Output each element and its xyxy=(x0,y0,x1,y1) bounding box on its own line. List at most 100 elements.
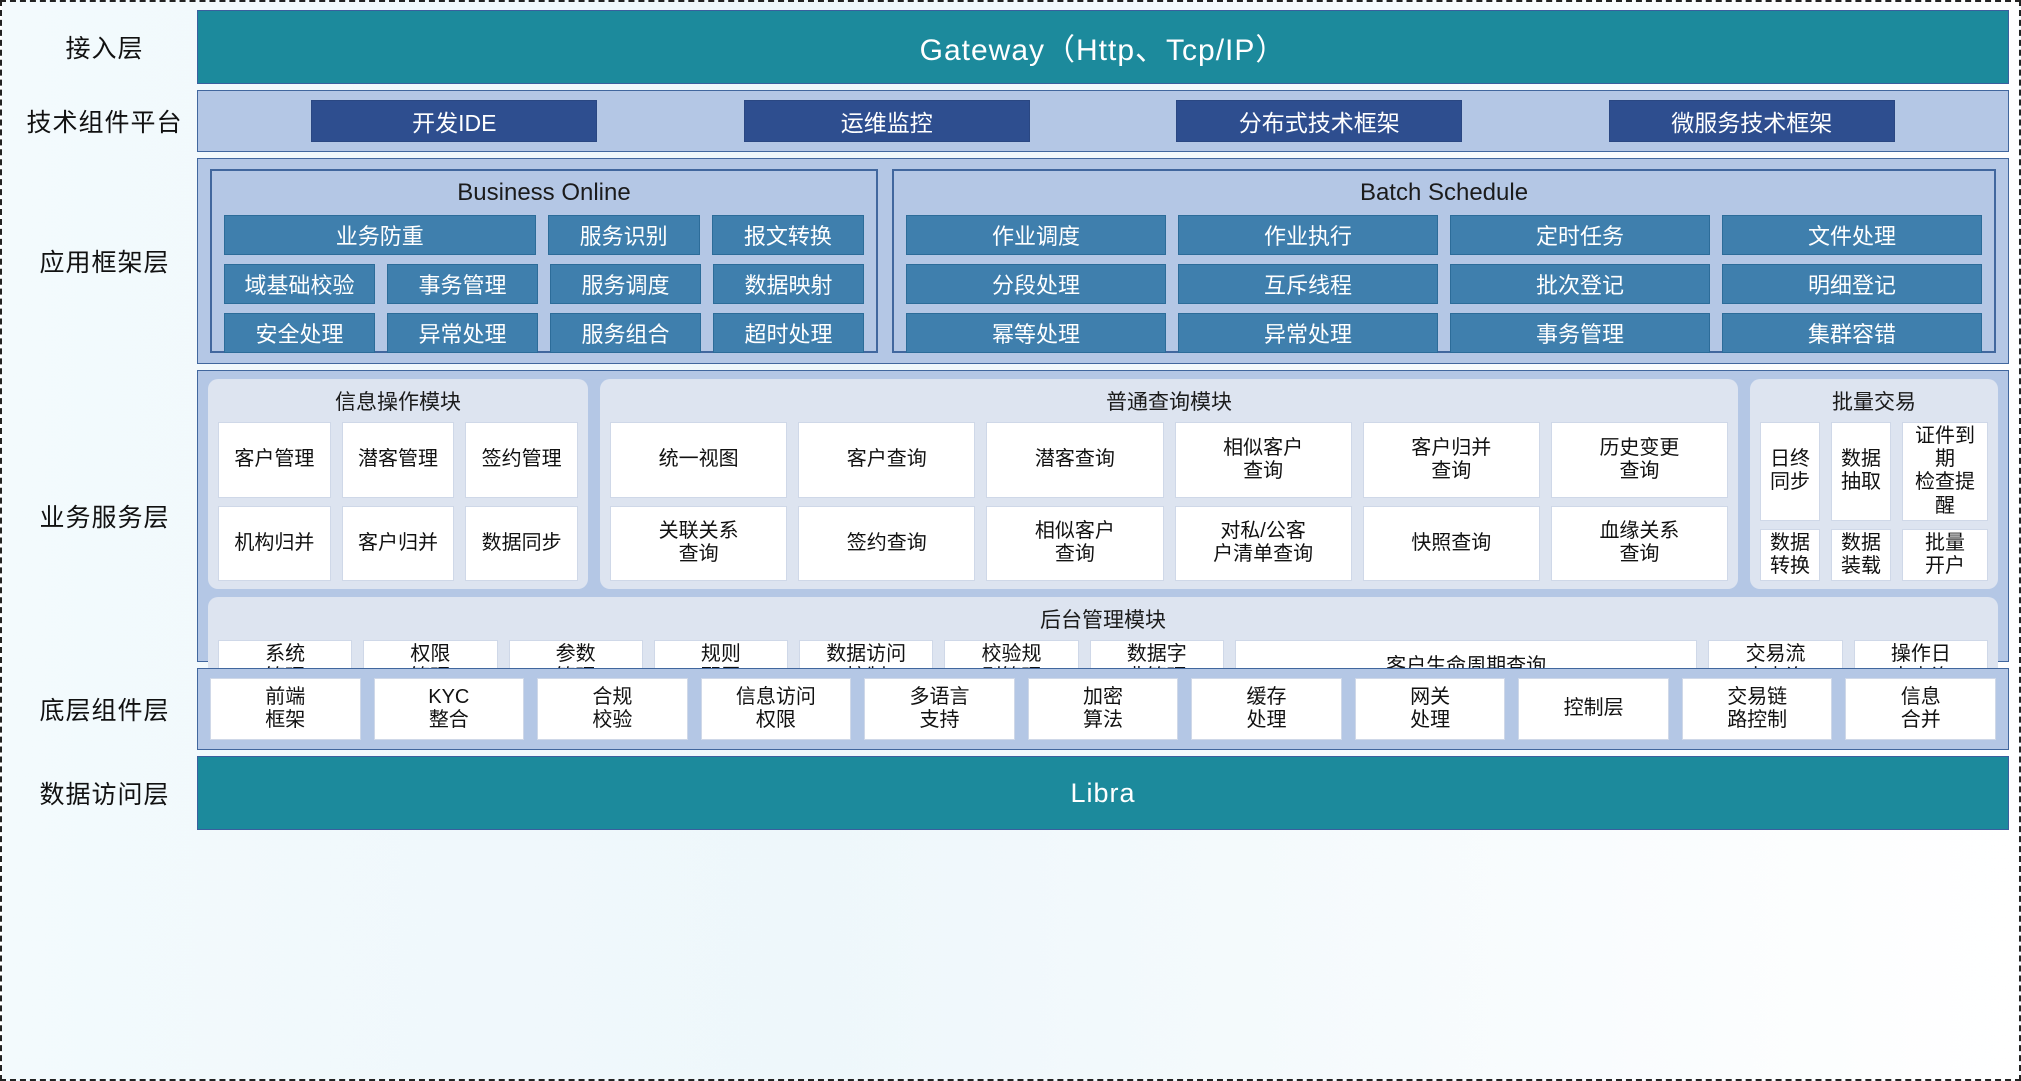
layer-label-bizservice: 业务服务层 xyxy=(39,504,170,532)
module-title-common-query: 普通查询模块 xyxy=(1106,391,1232,414)
cq-row-1: 统一视图 客户查询 潜客查询 相似客户查询 客户归并查询 历史变更查询 xyxy=(610,422,1729,498)
bo-cell-1-3[interactable]: 报文转换 xyxy=(711,215,864,255)
bs-cell-1-3[interactable]: 定时任务 xyxy=(1450,215,1710,255)
bs-cell-2-1[interactable]: 分段处理 xyxy=(906,264,1166,304)
bs-cell-1-2[interactable]: 作业执行 xyxy=(1178,215,1438,255)
layer-bizservice: 业务服务层 信息操作模块 客户管理 潜客管理 签约管理 机构归并 xyxy=(12,370,2009,701)
bo-cell-3-4[interactable]: 超时处理 xyxy=(713,313,864,353)
layer-label-appframework: 应用框架层 xyxy=(39,249,170,277)
bt-cell-1-1[interactable]: 日终同步 xyxy=(1760,422,1820,521)
tech-platform-panel: 开发IDE 运维监控 分布式技术框架 微服务技术框架 xyxy=(197,90,2009,152)
group-business-online: Business Online 业务防重 服务识别 报文转换 域基础校验 事务管… xyxy=(210,169,878,353)
layer-label-tech: 技术组件平台 xyxy=(26,109,183,137)
bo-cell-2-4[interactable]: 数据映射 xyxy=(713,264,864,304)
bt-cell-2-3[interactable]: 批量开户 xyxy=(1902,528,1988,582)
bs-cell-1-1[interactable]: 作业调度 xyxy=(906,215,1166,255)
bt-cell-2-2[interactable]: 数据装载 xyxy=(1831,528,1891,582)
io-row-2: 机构归并 客户归并 数据同步 xyxy=(218,505,579,582)
bo-cell-2-2[interactable]: 事务管理 xyxy=(387,264,538,304)
layer-tech: 技术组件平台 开发IDE 运维监控 分布式技术框架 微服务技术框架 xyxy=(12,90,2009,152)
libra-bar[interactable]: Libra xyxy=(197,756,2009,830)
bs-row-2: 分段处理 互斥线程 批次登记 明细登记 xyxy=(906,264,1982,304)
module-title-backend-management: 后台管理模块 xyxy=(1040,609,1166,633)
bs-cell-2-2[interactable]: 互斥线程 xyxy=(1178,264,1438,304)
bo-row-1: 业务防重 服务识别 报文转换 xyxy=(224,215,864,255)
io-cell-1-3[interactable]: 签约管理 xyxy=(465,422,579,498)
tech-item-distributed-framework[interactable]: 分布式技术框架 xyxy=(1176,100,1463,142)
module-common-query: 普通查询模块 统一视图 客户查询 潜客查询 相似客户查询 客户归并查询 历史变更… xyxy=(600,379,1738,590)
bs-row-3: 幂等处理 异常处理 事务管理 集群容错 xyxy=(906,313,1982,353)
business-service-panel: 信息操作模块 客户管理 潜客管理 签约管理 机构归并 客户归并 数据同步 xyxy=(197,370,2009,701)
io-cell-1-2[interactable]: 潜客管理 xyxy=(341,422,455,498)
cq-cell-1-1[interactable]: 统一视图 xyxy=(610,422,788,498)
bo-cell-2-3[interactable]: 服务调度 xyxy=(550,264,701,304)
comp-cell-multilanguage-support[interactable]: 多语言支持 xyxy=(864,678,1015,740)
bo-row-3: 安全处理 异常处理 服务组合 超时处理 xyxy=(224,313,864,353)
comp-cell-encryption-algorithm[interactable]: 加密算法 xyxy=(1027,678,1179,740)
comp-cell-info-merge[interactable]: 信息合并 xyxy=(1845,678,1997,740)
bo-cell-3-3[interactable]: 服务组合 xyxy=(550,313,701,353)
comp-cell-frontend-framework[interactable]: 前端框架 xyxy=(210,678,361,740)
bs-row-1: 作业调度 作业执行 定时任务 文件处理 xyxy=(906,215,1982,255)
bt-cell-1-3[interactable]: 证件到期检查提醒 xyxy=(1902,422,1988,521)
io-cell-2-2[interactable]: 客户归并 xyxy=(341,505,455,582)
cq-cell-2-5[interactable]: 快照查询 xyxy=(1362,505,1540,582)
bo-cell-1-1[interactable]: 业务防重 xyxy=(224,215,536,255)
app-framework-panel: Business Online 业务防重 服务识别 报文转换 域基础校验 事务管… xyxy=(197,158,2009,364)
comp-cell-gateway-processing[interactable]: 网关处理 xyxy=(1354,678,1506,740)
bt-cell-1-2[interactable]: 数据抽取 xyxy=(1831,422,1891,521)
io-cell-2-1[interactable]: 机构归并 xyxy=(218,505,331,582)
bs-cell-3-4[interactable]: 集群容错 xyxy=(1722,313,1982,353)
layer-dataaccess: 数据访问层 Libra xyxy=(12,756,2009,830)
cq-cell-1-2[interactable]: 客户查询 xyxy=(798,422,976,498)
cq-cell-2-2[interactable]: 签约查询 xyxy=(798,505,976,582)
io-cell-1-1[interactable]: 客户管理 xyxy=(218,422,331,498)
gateway-bar[interactable]: Gateway（Http、Tcp/IP） xyxy=(197,10,2009,84)
tech-item-ide[interactable]: 开发IDE xyxy=(311,100,598,142)
layer-label-component: 底层组件层 xyxy=(39,697,170,725)
comp-cell-cache-processing[interactable]: 缓存处理 xyxy=(1191,678,1342,740)
biz-modules-row: 信息操作模块 客户管理 潜客管理 签约管理 机构归并 客户归并 数据同步 xyxy=(208,379,1998,590)
layer-appframework: 应用框架层 Business Online 业务防重 服务识别 报文转换 域基础… xyxy=(12,158,2009,364)
bs-cell-3-3[interactable]: 事务管理 xyxy=(1450,313,1710,353)
group-title-batch-schedule: Batch Schedule xyxy=(1359,179,1529,206)
bo-row-2: 域基础校验 事务管理 服务调度 数据映射 xyxy=(224,264,864,304)
io-row-1: 客户管理 潜客管理 签约管理 xyxy=(218,422,579,498)
bs-cell-2-3[interactable]: 批次登记 xyxy=(1450,264,1710,304)
module-title-info-operation: 信息操作模块 xyxy=(335,391,461,414)
cq-cell-2-6[interactable]: 血缘关系查询 xyxy=(1550,505,1729,582)
cq-cell-1-4[interactable]: 相似客户查询 xyxy=(1174,422,1352,498)
comp-cell-compliance-check[interactable]: 合规校验 xyxy=(537,678,688,740)
cq-cell-2-4[interactable]: 对私/公客户清单查询 xyxy=(1174,505,1352,582)
bs-cell-2-4[interactable]: 明细登记 xyxy=(1722,264,1982,304)
module-title-batch-trade: 批量交易 xyxy=(1832,391,1916,414)
bo-cell-1-2[interactable]: 服务识别 xyxy=(547,215,700,255)
group-batch-schedule: Batch Schedule 作业调度 作业执行 定时任务 文件处理 分段处理 … xyxy=(892,169,1996,353)
group-title-business-online: Business Online xyxy=(457,179,631,206)
cq-cell-2-3[interactable]: 相似客户查询 xyxy=(986,505,1164,582)
cq-cell-2-1[interactable]: 关联关系查询 xyxy=(610,505,788,582)
cq-cell-1-5[interactable]: 客户归并查询 xyxy=(1362,422,1540,498)
cq-cell-1-3[interactable]: 潜客查询 xyxy=(986,422,1164,498)
bo-cell-3-1[interactable]: 安全处理 xyxy=(224,313,375,353)
layer-access: 接入层 Gateway（Http、Tcp/IP） xyxy=(12,10,2009,84)
bo-cell-3-2[interactable]: 异常处理 xyxy=(387,313,538,353)
bs-cell-3-2[interactable]: 异常处理 xyxy=(1178,313,1438,353)
comp-cell-info-access-permission[interactable]: 信息访问权限 xyxy=(700,678,852,740)
cq-cell-1-6[interactable]: 历史变更查询 xyxy=(1550,422,1729,498)
bs-cell-1-4[interactable]: 文件处理 xyxy=(1722,215,1982,255)
bt-cell-2-1[interactable]: 数据转换 xyxy=(1760,528,1820,582)
bs-cell-3-1[interactable]: 幂等处理 xyxy=(906,313,1166,353)
cq-row-2: 关联关系查询 签约查询 相似客户查询 对私/公客户清单查询 快照查询 血缘关系查… xyxy=(610,505,1729,582)
bt-row-1: 日终同步 数据抽取 证件到期检查提醒 xyxy=(1760,422,1988,521)
io-cell-2-3[interactable]: 数据同步 xyxy=(465,505,579,582)
tech-item-ops-monitor[interactable]: 运维监控 xyxy=(743,100,1030,142)
tech-item-microservice-framework[interactable]: 微服务技术框架 xyxy=(1608,100,1895,142)
bo-cell-2-1[interactable]: 域基础校验 xyxy=(224,264,375,304)
comp-cell-transaction-chain-control[interactable]: 交易链路控制 xyxy=(1681,678,1833,740)
comp-cell-control-layer[interactable]: 控制层 xyxy=(1518,678,1669,740)
